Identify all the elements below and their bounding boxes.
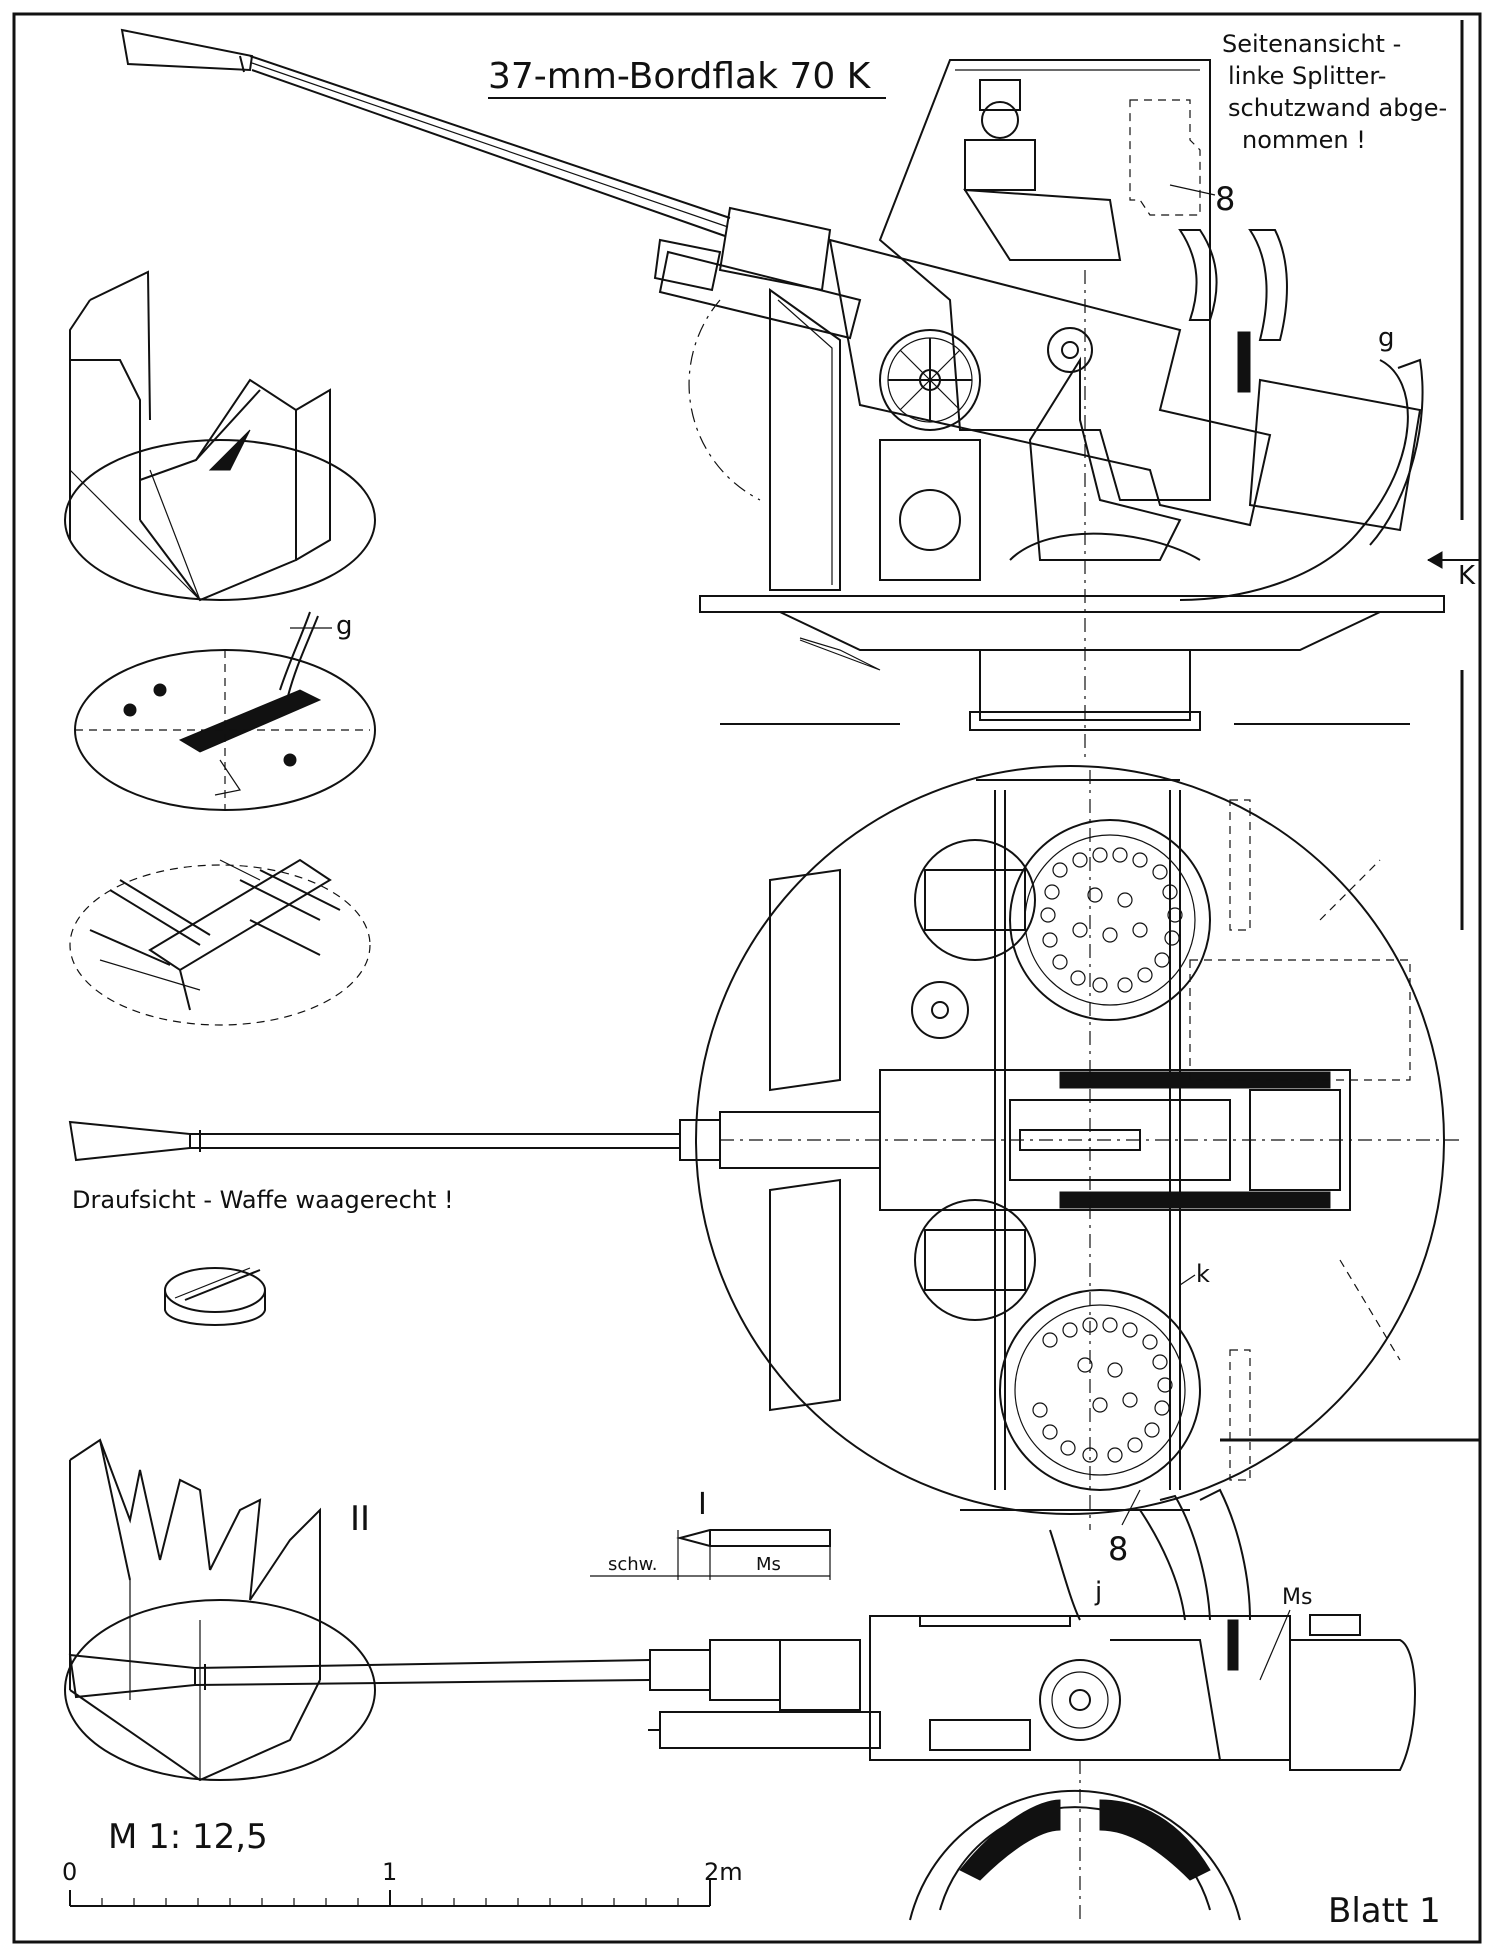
callout-k-arrow: K: [1458, 561, 1476, 591]
detail-cross-frame: [69, 858, 371, 1026]
side-note-line-2: linke Splitter-: [1228, 62, 1386, 90]
sheet-number: Blatt 1: [1328, 1891, 1441, 1931]
scale-tick-2: 2m: [704, 1858, 743, 1886]
top-view: [68, 670, 1464, 1530]
callout-j: j: [1094, 1577, 1102, 1607]
callout-roman-one: I: [698, 1487, 707, 1522]
sheet-frame: [12, 12, 1482, 1944]
sheet-title: 37-mm-Bordflak 70 K: [488, 56, 872, 97]
callout-8-bottom: 8: [1108, 1530, 1128, 1568]
side-view-note: Seitenansicht - linke Splitter- schutzwa…: [1222, 30, 1447, 154]
callout-k-small: k: [1196, 1260, 1210, 1288]
side-note-line-3: schutzwand abge-: [1228, 94, 1447, 122]
callout-g-detail: g: [336, 611, 353, 641]
ms-leader: [1259, 1609, 1291, 1681]
magazine-holes-upper: [1040, 847, 1183, 993]
side-note-line-1: Seitenansicht -: [1222, 30, 1401, 58]
cartridge-schw-label: schw.: [608, 1554, 657, 1575]
scale-tick-0: 0: [62, 1858, 77, 1886]
scale-tick-1: 1: [382, 1858, 397, 1886]
side-note-line-4: nommen !: [1242, 126, 1366, 154]
detail-cap: [164, 1267, 266, 1326]
callout-g-top: g: [1378, 323, 1395, 353]
detail-shield-cup: [64, 270, 376, 602]
callout-roman-two: II: [350, 1499, 370, 1539]
side-view: [120, 20, 1480, 760]
scale-label: M 1: 12,5: [108, 1817, 268, 1857]
cartridge-detail: [590, 1529, 831, 1580]
detail-shield-two: [64, 1438, 376, 1782]
callout-8-top: 8: [1215, 180, 1235, 218]
weapon-side-view: [68, 1438, 1480, 1921]
magazine-holes-lower: [1032, 1317, 1173, 1463]
callout-ms-right: Ms: [1282, 1585, 1312, 1610]
top-view-note: Draufsicht - Waffe waagerecht !: [72, 1186, 454, 1214]
detail-deck-plate: [74, 611, 376, 811]
cartridge-ms-label: Ms: [756, 1554, 781, 1575]
scale-bar: [69, 1880, 711, 1907]
